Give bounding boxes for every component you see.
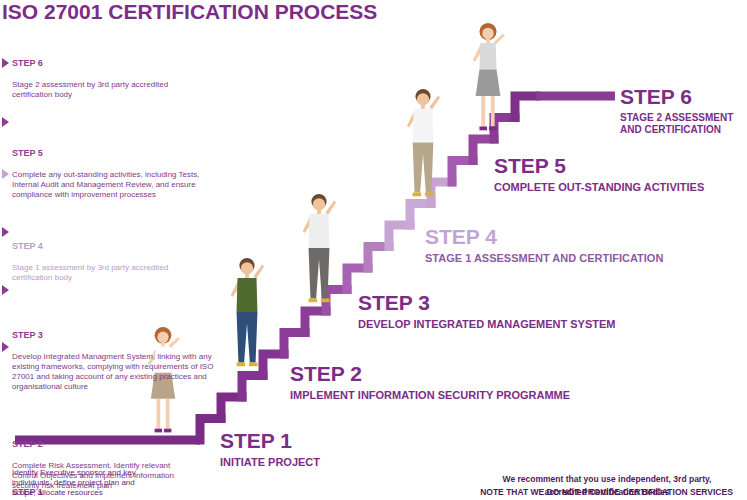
list-heading: STEP 3 <box>12 330 747 341</box>
list-description: Develop Integrated Managment System, lin… <box>12 352 217 392</box>
list-heading: STEP 4 <box>12 241 747 252</box>
step-label: STEP 6 STAGE 2 ASSESSMENT AND CERTIFICATI… <box>620 85 746 138</box>
stair-step <box>515 96 536 118</box>
step-title: INITIATE PROJECT <box>220 456 323 469</box>
step-title: STAGE 1 ASSESSMENT AND CERTIFICATION <box>425 252 666 265</box>
list-description: Stage 2 assessment by 3rd party accredit… <box>12 80 202 100</box>
list-description: Complete any out-standing activities, in… <box>12 170 217 200</box>
woman-figure <box>473 23 505 130</box>
step-label: STEP 1 INITIATE PROJECT <box>220 429 323 471</box>
footer-note: We recomment that you use independent, 3… <box>496 473 718 498</box>
diagram-title: ISO 27001 CERTIFICATION PROCESS <box>2 0 377 24</box>
man-figure <box>407 89 440 196</box>
man-figure <box>231 258 264 366</box>
bullet-triangles <box>2 58 9 352</box>
step-number: STEP 1 <box>220 429 323 453</box>
step-number: STEP 5 <box>494 154 707 178</box>
top-landing <box>536 92 615 101</box>
step-title: STAGE 2 ASSESSMENT AND CERTIFICATION <box>620 112 744 136</box>
step-label: STEP 4 STAGE 1 ASSESSMENT AND CERTIFICATI… <box>425 225 666 267</box>
step-number: STEP 2 <box>290 362 573 386</box>
step-label: STEP 5 COMPLETE OUT-STANDING ACTIVITIES <box>494 154 707 196</box>
list-heading: STEP 6 <box>12 58 747 69</box>
list-description: Stage 1 assessment by 3rd party accredit… <box>12 263 202 283</box>
list-heading: STEP 5 <box>12 148 747 159</box>
step-label: STEP 2 IMPLEMENT INFORMATION SECURITY PRO… <box>290 362 573 404</box>
man-figure <box>303 194 336 302</box>
step-number: STEP 6 <box>620 85 746 109</box>
list-heading: STEP 2 <box>12 439 747 450</box>
step-number: STEP 4 <box>425 225 666 249</box>
step-label: STEP 3 DEVELOP INTEGRATED MANAGEMENT SYST… <box>358 291 618 333</box>
step-number: STEP 3 <box>358 291 618 315</box>
step-title: COMPLETE OUT-STANDING ACTIVITIES <box>494 181 707 194</box>
step-title: DEVELOP INTEGRATED MANAGEMENT SYSTEM <box>358 318 618 331</box>
step-title: IMPLEMENT INFORMATION SECURITY PROGRAMME <box>290 389 573 402</box>
list-description: Identify Executive sponsor and key indiv… <box>12 468 140 498</box>
